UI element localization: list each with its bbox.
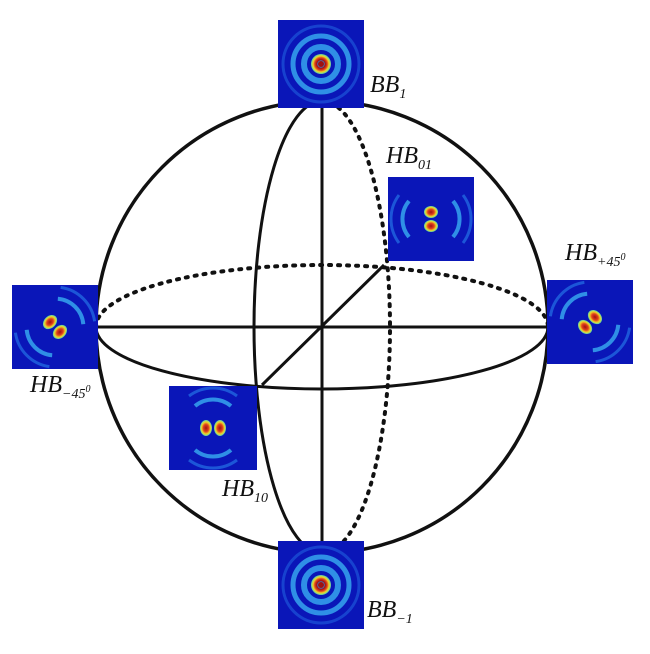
- hermite-bessel-beam-pattern-icon: [169, 386, 257, 470]
- label-bb-1: BB1: [370, 72, 406, 102]
- label-hb-01: HB01: [385, 143, 432, 173]
- label-bb-minus1: BB−1: [367, 597, 413, 627]
- hermite-bessel-beam-pattern-icon: [388, 177, 474, 261]
- diagonal-axis: [260, 263, 386, 387]
- hermite-bessel-beam-pattern-icon: [547, 280, 633, 364]
- label-hb-minus45: HB−450: [29, 372, 90, 402]
- label-hb-plus45: HB+450: [564, 240, 625, 270]
- meridian-back-dotted: [320, 99, 392, 555]
- bessel-beam-pattern-icon: [278, 541, 364, 629]
- label-hb-10: HB10: [221, 476, 268, 506]
- hermite-bessel-beam-pattern-icon: [12, 285, 98, 369]
- bessel-beam-pattern-icon: [278, 20, 364, 108]
